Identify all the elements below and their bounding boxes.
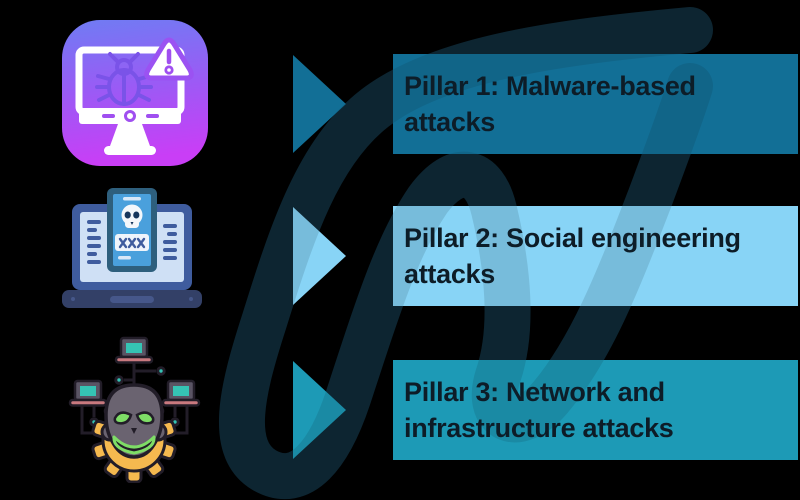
pillar-1-title-line-2: attacks	[404, 107, 495, 137]
mini-laptop-left	[68, 379, 108, 407]
banner-pillar-3: Pillar 3: Network and infrastructure att…	[393, 360, 798, 460]
pillar-2-title-line-1: Pillar 2: Social engineering	[404, 223, 741, 253]
arrow-pillar-1	[293, 55, 346, 153]
mini-laptop-right	[161, 379, 201, 407]
mini-laptop-top	[114, 336, 154, 364]
malware-monitor-icon	[62, 20, 208, 166]
banner-pillar-1: Pillar 1: Malware-based attacks	[393, 54, 798, 154]
hacker-skull	[100, 383, 168, 459]
bug-icon	[95, 52, 153, 106]
pillar-2-title-line-2: attacks	[404, 259, 495, 289]
monitor-outline	[75, 46, 185, 155]
arrow-pillar-3	[293, 361, 346, 459]
warning-triangle-icon	[144, 37, 194, 81]
banner-pillar-2: Pillar 2: Social engineering attacks	[393, 206, 798, 306]
arrow-pillar-2	[293, 207, 346, 305]
pillar-3-title-line-2: infrastructure attacks	[404, 413, 674, 443]
pillar-1-title-line-1: Pillar 1: Malware-based	[404, 71, 696, 101]
skull-warning-card	[107, 188, 157, 272]
social-engineering-laptop-icon	[62, 188, 202, 308]
hacker-network-icon	[68, 336, 201, 483]
pillar-3-title-line-1: Pillar 3: Network and	[404, 377, 665, 407]
